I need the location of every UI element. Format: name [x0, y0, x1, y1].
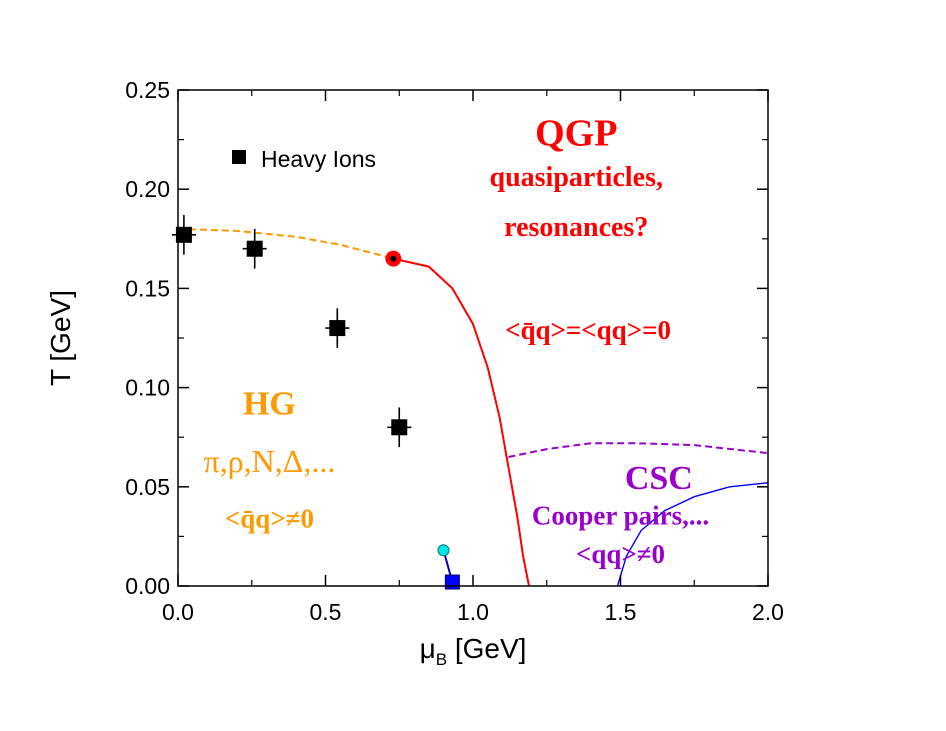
csc-inner-line: [616, 482, 769, 587]
annotation-qgp-condensate: <q̄q>=<qq>=0: [505, 315, 671, 345]
annotations-layer: QGP quasiparticles, resonances? <q̄q>=<qq>=…: [204, 113, 710, 570]
x-tick-label: 0.0: [162, 599, 194, 625]
y-tick-label: 0.20: [125, 176, 170, 202]
x-tick-label: 1.0: [457, 599, 489, 625]
annotation-qgp-line2: resonances?: [504, 212, 648, 243]
y-tick-label: 0.25: [125, 77, 170, 103]
annotation-hg-condensate: <q̄q>≠0: [225, 503, 314, 533]
annotation-csc-title: CSC: [625, 460, 693, 497]
x-axis-title: μB [GeV]: [420, 633, 527, 669]
crossover-line: [177, 227, 394, 260]
heavy-ion-point: [329, 320, 346, 337]
curves-layer: [177, 227, 769, 587]
y-tick-label: 0.10: [125, 375, 170, 401]
axis-ticks-layer: 0.0 0.5 1.0 1.5 2.0 0.00 0.05 0.10 0.15 0.20 0.25: [125, 77, 784, 625]
legend: Heavy Ions: [232, 146, 376, 172]
y-tick-label: 0.00: [125, 573, 170, 599]
annotation-hg-line1: π,ρ,N,Δ,...: [204, 443, 336, 479]
x-tick-label: 1.5: [605, 599, 637, 625]
x-tick-label: 2.0: [752, 599, 784, 625]
csc-boundary-line: [508, 442, 769, 458]
heavy-ion-point: [391, 419, 408, 436]
y-tick-label: 0.15: [125, 275, 170, 301]
critical-point-center: [390, 255, 397, 262]
annotation-qgp-title: QGP: [535, 113, 617, 155]
annotation-qgp-line1: quasiparticles,: [490, 162, 663, 193]
annotation-csc-line1: Cooper pairs,...: [532, 500, 709, 530]
legend-marker-square: [232, 150, 246, 164]
y-tick-label: 0.05: [125, 474, 170, 500]
annotation-csc-condensate: <qq>≠0: [576, 539, 665, 569]
y-axis-title: T [GeV]: [45, 290, 76, 386]
data-points-layer: [171, 214, 460, 590]
x-tick-label: 0.5: [310, 599, 342, 625]
heavy-ion-point: [246, 240, 263, 257]
legend-label: Heavy Ions: [261, 146, 376, 172]
nuclear-matter-circle: [437, 544, 450, 557]
annotation-hg-title: HG: [243, 385, 296, 422]
nuclear-matter-square: [444, 574, 460, 590]
first-order-line: [393, 257, 530, 587]
